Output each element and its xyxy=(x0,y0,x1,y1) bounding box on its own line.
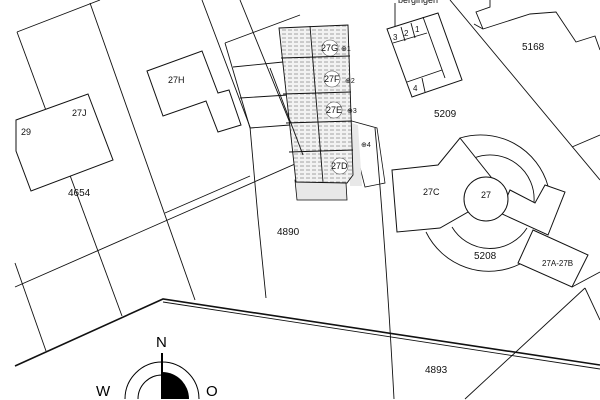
parcel-4654: 4654 xyxy=(68,188,91,199)
label-27c: 27C xyxy=(423,187,440,197)
storage-unit-4: 4 xyxy=(413,84,418,93)
compass-west: W xyxy=(96,383,111,400)
compass-east: O xyxy=(206,383,218,400)
label-27: 27 xyxy=(481,190,491,200)
parcel-lines-right xyxy=(374,0,600,400)
unit-marker-1: ⊕1 xyxy=(341,46,351,53)
building-29-27j xyxy=(15,93,114,192)
storage-building xyxy=(386,3,463,98)
label-bergingen: bergingen xyxy=(398,0,438,5)
parcel-5209: 5209 xyxy=(434,109,457,120)
unit-marker-4: ⊕4 xyxy=(361,142,371,149)
storage-unit-1: 1 xyxy=(415,25,420,34)
unit-27e: 27E xyxy=(326,105,342,115)
unit-27f: 27F xyxy=(324,74,340,84)
unit-27g: 27G xyxy=(321,43,338,53)
label-27j: 27J xyxy=(72,108,87,118)
round-building-complex xyxy=(391,134,589,288)
unit-marker-2: ⊕2 xyxy=(345,78,355,85)
unit-27d: 27D xyxy=(331,161,348,171)
parcel-4893: 4893 xyxy=(425,365,448,376)
unit-marker-3: ⊕3 xyxy=(347,108,357,115)
label-29: 29 xyxy=(21,127,31,137)
label-27h: 27H xyxy=(168,75,185,85)
terrace-unit-labels: 27G 27F 27E 27D ⊕1 ⊕2 ⊕3 ⊕4 xyxy=(321,39,371,175)
compass-fill-quadrant xyxy=(162,372,189,399)
parcel-5208: 5208 xyxy=(474,251,497,262)
storage-unit-2: 2 xyxy=(404,29,409,38)
compass-north: N xyxy=(156,334,167,351)
compass-rose: N W O xyxy=(96,334,218,400)
road-edge xyxy=(14,298,600,367)
parcel-5168: 5168 xyxy=(522,42,545,53)
storage-unit-3: 3 xyxy=(393,33,398,42)
parcel-4890: 4890 xyxy=(277,227,300,238)
label-27a-27b: 27A-27B xyxy=(542,259,573,268)
building-27h xyxy=(146,50,242,133)
